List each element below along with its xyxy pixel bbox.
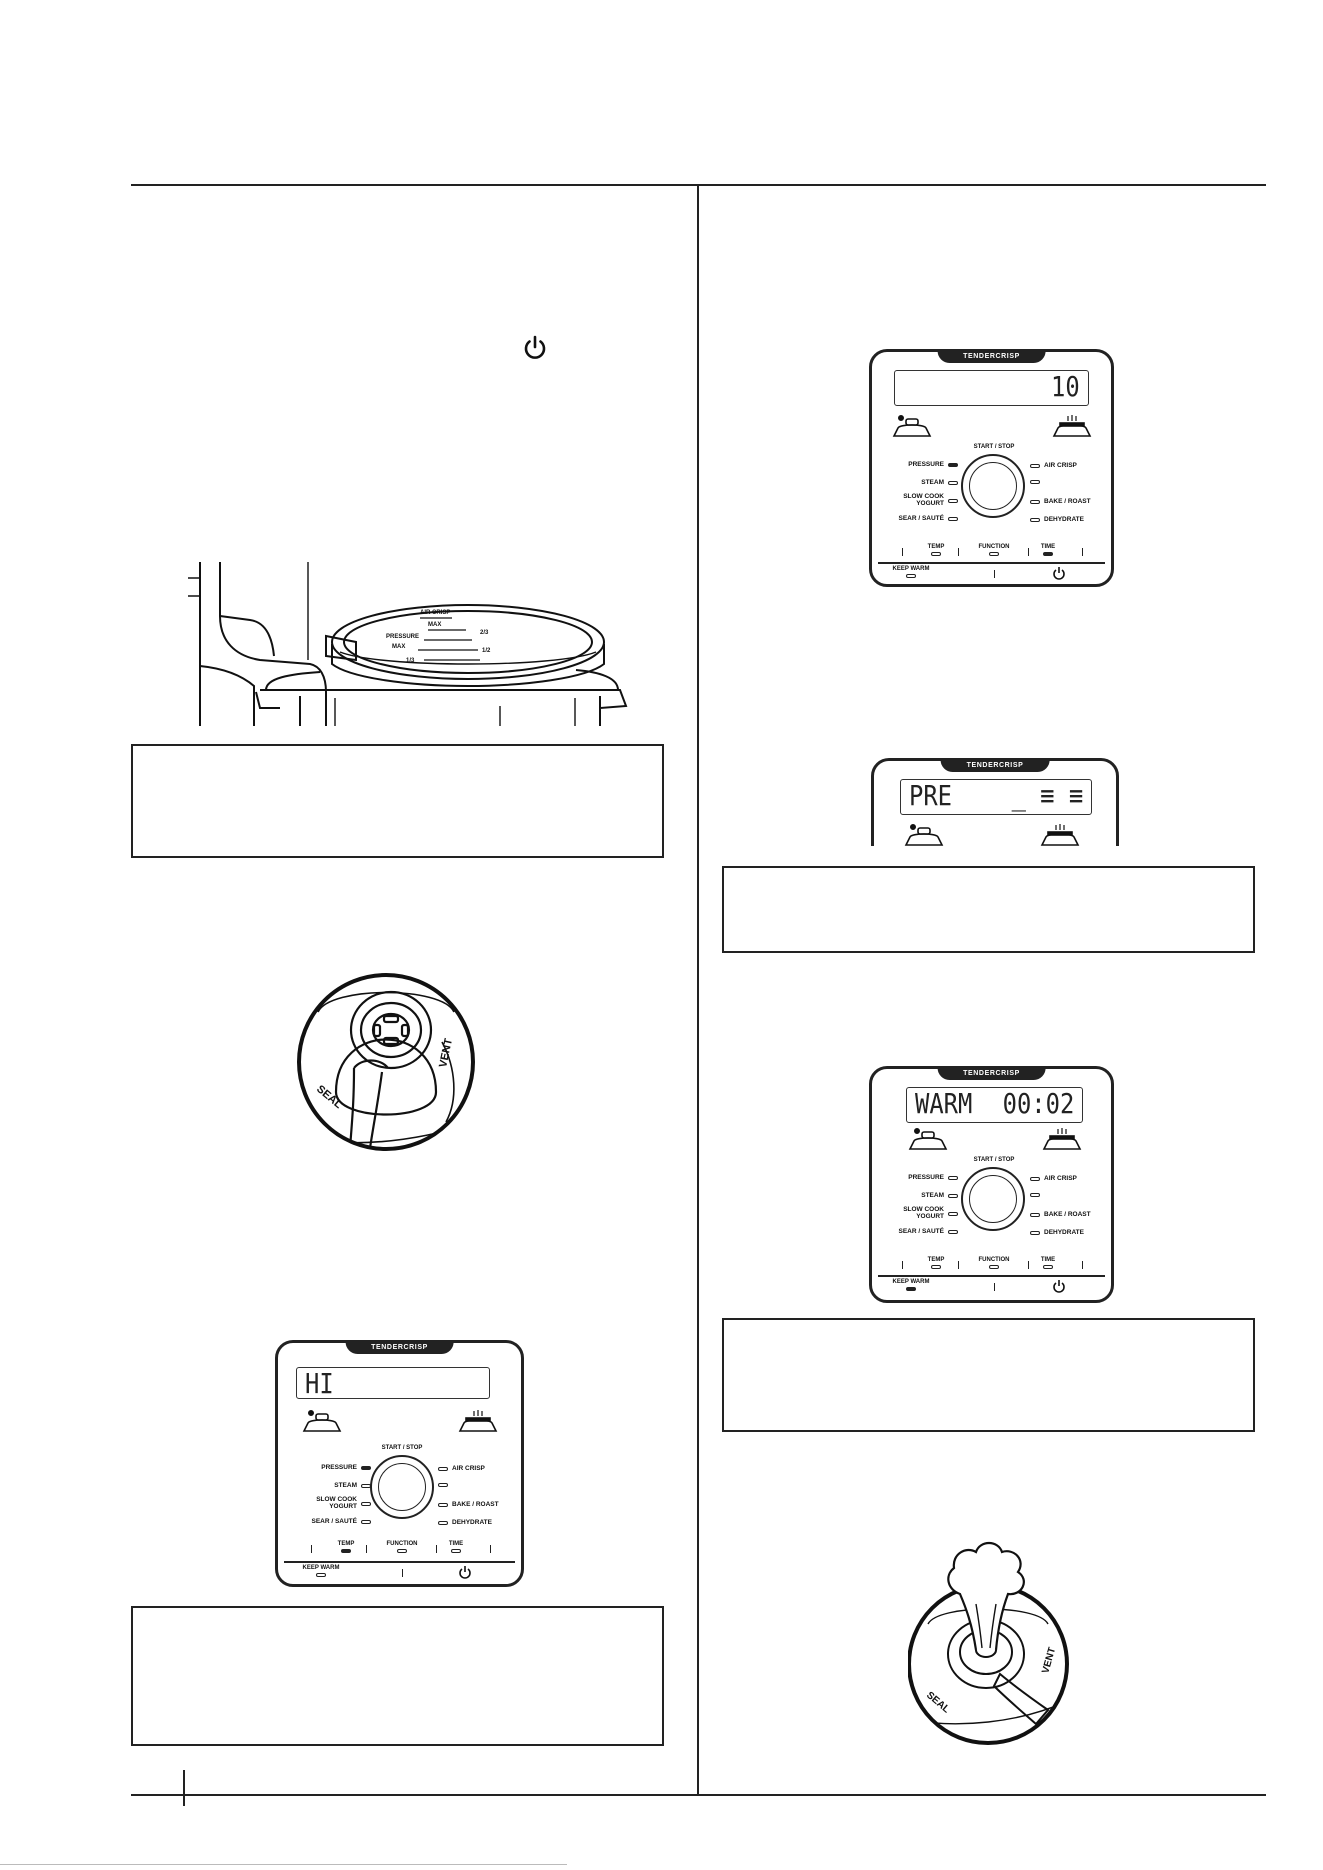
note-box-warm (722, 1318, 1255, 1432)
control-panel-warm: TENDERCRISP WARM 00:02 START / STOP PRES… (869, 1066, 1114, 1303)
func-sear-saute[interactable]: SEAR / SAUTÉ (898, 1228, 958, 1236)
lid-installation-illustration: AIR CRISP MAX PRESSURE MAX 2/3 1/2 1/3 (188, 562, 628, 726)
time-button[interactable]: TIME (1034, 544, 1062, 556)
top-rule (131, 184, 1266, 186)
svg-text:AIR CRISP: AIR CRISP (420, 610, 450, 616)
func-air-crisp[interactable]: AIR CRISP (1030, 1175, 1077, 1182)
time-button[interactable]: TIME (1034, 1257, 1062, 1269)
function-button[interactable]: FUNCTION (972, 1257, 1016, 1269)
temp-button[interactable]: TEMP (332, 1541, 360, 1553)
svg-text:1/3: 1/3 (406, 658, 415, 664)
start-stop-dial[interactable] (961, 454, 1025, 518)
lcd-left-text: PRE (909, 779, 952, 812)
svg-text:2/3: 2/3 (480, 630, 489, 636)
func-dehydrate[interactable]: DEHYDRATE (438, 1519, 492, 1526)
lcd-display: HI (296, 1367, 490, 1400)
func-sear-saute[interactable]: SEAR / SAUTÉ (311, 1518, 371, 1526)
power-button-icon[interactable] (1052, 566, 1066, 580)
lcd-display: 10 (894, 370, 1089, 406)
control-panel-pre-crop: TENDERCRISP PRE _ ≡ ≡ (871, 758, 1119, 846)
func-steam[interactable]: STEAM (334, 1482, 371, 1490)
func-bake-roast[interactable]: BAKE / ROAST (1030, 498, 1091, 505)
keep-warm-button[interactable]: KEEP WARM (296, 1565, 346, 1577)
control-panel-10: TENDERCRISP 10 START / STOP PRESSURE STE… (869, 349, 1114, 587)
func-blank[interactable] (438, 1483, 452, 1487)
lcd-display: WARM 00:02 (906, 1087, 1083, 1123)
control-panel-hi: TENDERCRISP HI START / STOP PRESSURE STE… (275, 1340, 524, 1587)
power-icon (524, 335, 546, 359)
brand-label: TENDERCRISP (345, 1343, 454, 1354)
svg-text:MAX: MAX (392, 644, 405, 650)
pressure-lid-icon (302, 1409, 342, 1432)
func-slow-cook-yogurt[interactable]: SLOW COOK YOGURT (903, 493, 958, 508)
func-steam[interactable]: STEAM (921, 1192, 958, 1200)
time-button[interactable]: TIME (442, 1541, 470, 1553)
func-dehydrate[interactable]: DEHYDRATE (1030, 1229, 1084, 1236)
start-stop-dial[interactable] (961, 1167, 1025, 1231)
svg-text:1/2: 1/2 (482, 648, 491, 654)
brand-label: TENDERCRISP (940, 761, 1050, 772)
page-number-tick (183, 1770, 185, 1806)
start-stop-label: START / STOP (973, 444, 1015, 450)
start-stop-label: START / STOP (381, 1445, 423, 1451)
temp-button[interactable]: TEMP (922, 1257, 950, 1269)
svg-text:PRESSURE: PRESSURE (386, 634, 419, 640)
func-air-crisp[interactable]: AIR CRISP (1030, 462, 1077, 469)
func-air-crisp[interactable]: AIR CRISP (438, 1465, 485, 1472)
note-box-pre (722, 866, 1255, 953)
func-steam[interactable]: STEAM (921, 479, 958, 487)
start-stop-label: START / STOP (973, 1157, 1015, 1163)
func-pressure[interactable]: PRESSURE (908, 1174, 958, 1182)
crisping-lid-icon (1040, 824, 1080, 846)
power-button-icon[interactable] (1052, 1279, 1066, 1293)
lcd-right-text: 00:02 (1002, 1087, 1074, 1120)
valve-vent-illustration: SEAL VENT (908, 1541, 1069, 1745)
svg-text:MAX: MAX (428, 622, 441, 628)
pressure-lid-icon (904, 823, 944, 846)
brand-label: TENDERCRISP (937, 352, 1046, 363)
crisping-lid-icon (1042, 1128, 1082, 1150)
brand-label: TENDERCRISP (937, 1069, 1046, 1080)
valve-seal-illustration: SEAL VENT (297, 973, 475, 1151)
valve-seal-label: SEAL (314, 1083, 344, 1111)
valve-vent-label: VENT (437, 1037, 455, 1068)
footer-line (0, 1864, 567, 1865)
bottom-rule (131, 1794, 1266, 1796)
keep-warm-button[interactable]: KEEP WARM (886, 1279, 936, 1291)
lcd-left-text: HI (305, 1367, 334, 1400)
func-slow-cook-yogurt[interactable]: SLOW COOK YOGURT (903, 1206, 958, 1221)
power-button-icon[interactable] (458, 1565, 472, 1579)
func-bake-roast[interactable]: BAKE / ROAST (438, 1501, 499, 1508)
function-button[interactable]: FUNCTION (380, 1541, 424, 1553)
func-blank[interactable] (1030, 1193, 1044, 1197)
column-divider (697, 186, 699, 1794)
note-box-lid (131, 744, 664, 858)
control-panel-pre: TENDERCRISP PRE _ ≡ ≡ (871, 758, 1119, 846)
func-blank[interactable] (1030, 480, 1044, 484)
function-button[interactable]: FUNCTION (972, 544, 1016, 556)
pressure-lid-icon (892, 414, 932, 437)
keep-warm-button[interactable]: KEEP WARM (886, 566, 936, 578)
lcd-right-text: 10 (1051, 370, 1080, 403)
func-slow-cook-yogurt[interactable]: SLOW COOK YOGURT (316, 1496, 371, 1511)
start-stop-dial[interactable] (370, 1455, 434, 1519)
pressure-lid-icon (908, 1127, 948, 1150)
func-pressure[interactable]: PRESSURE (908, 461, 958, 469)
crisping-lid-icon (458, 1410, 498, 1432)
func-pressure[interactable]: PRESSURE (321, 1464, 371, 1472)
func-sear-saute[interactable]: SEAR / SAUTÉ (898, 515, 958, 523)
lcd-right-text: _ ≡ ≡ (1011, 779, 1083, 812)
crisping-lid-icon (1052, 415, 1092, 437)
lcd-left-text: WARM (915, 1087, 973, 1120)
func-dehydrate[interactable]: DEHYDRATE (1030, 516, 1084, 523)
func-bake-roast[interactable]: BAKE / ROAST (1030, 1211, 1091, 1218)
temp-button[interactable]: TEMP (922, 544, 950, 556)
lcd-display: PRE _ ≡ ≡ (900, 779, 1092, 815)
note-box-hi (131, 1606, 664, 1746)
